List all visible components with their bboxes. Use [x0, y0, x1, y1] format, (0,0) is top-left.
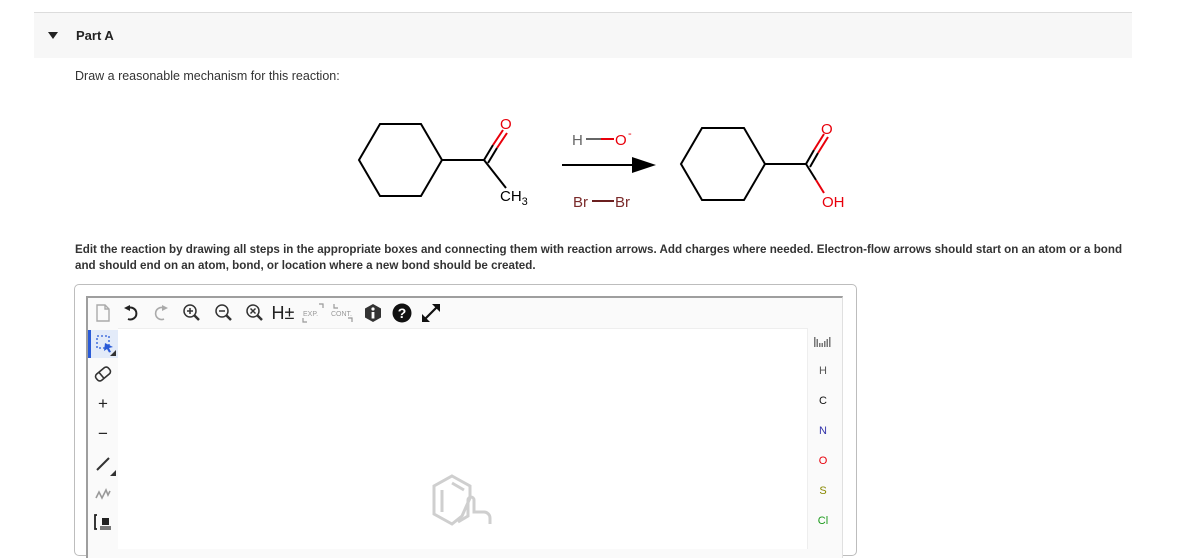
select-tool[interactable]	[88, 330, 118, 358]
left-tool-panel: + −	[88, 328, 118, 548]
contract-button[interactable]: CONT.	[330, 298, 358, 328]
hydrogens-toggle-icon: H±	[271, 302, 295, 323]
reagent-oxygen-charge: -	[628, 128, 632, 140]
expand-button[interactable]: EXP.	[300, 298, 326, 328]
zoom-out-button[interactable]	[212, 298, 236, 328]
reactant-methyl-label: CH	[500, 188, 522, 205]
part-title: Part A	[76, 28, 114, 43]
svg-text:CH3: CH3	[500, 188, 528, 208]
reagent-hydrogen: H	[572, 132, 583, 149]
eraser-tool[interactable]	[88, 360, 118, 388]
product-molecule	[679, 127, 819, 201]
atom-n[interactable]: N	[819, 425, 827, 437]
svg-text:CONT.: CONT.	[331, 311, 352, 318]
contract-icon: CONT.	[331, 304, 353, 322]
submenu-corner-icon	[110, 350, 116, 356]
undo-icon	[124, 305, 138, 321]
zoom-in-icon	[183, 304, 200, 321]
atom-c[interactable]: C	[819, 395, 827, 407]
fullscreen-button[interactable]	[419, 298, 443, 328]
reaction-scheme: O CH3 H O - Br Br O OH	[357, 116, 845, 211]
svg-text:?: ?	[398, 305, 407, 321]
periodic-table-icon	[814, 337, 831, 347]
undo-button[interactable]	[120, 298, 142, 328]
svg-text:EXP.: EXP.	[303, 311, 318, 318]
info-button[interactable]	[363, 298, 383, 328]
single-bond-icon	[96, 457, 110, 471]
atom-cl[interactable]: Cl	[817, 515, 829, 527]
reactant-oxygen-label: O	[500, 116, 512, 133]
collapse-caret-icon[interactable]	[48, 32, 58, 39]
bond-tool[interactable]	[88, 450, 118, 478]
eraser-icon	[94, 366, 112, 382]
atom-s[interactable]: S	[819, 485, 827, 497]
redo-icon	[154, 305, 168, 321]
redo-button[interactable]	[150, 298, 172, 328]
selection-icon	[95, 335, 113, 353]
atom-panel: H C N O S Cl	[808, 328, 838, 548]
draw-placeholder-icon	[430, 472, 500, 537]
help-icon: ?	[392, 303, 412, 323]
bracket-icon	[94, 514, 111, 530]
hydrogens-toggle-button[interactable]: H±	[271, 298, 295, 328]
zoom-in-button[interactable]	[180, 298, 204, 328]
question-prompt: Draw a reasonable mechanism for this rea…	[75, 69, 340, 83]
bracket-tool[interactable]	[88, 508, 118, 536]
reaction-arrow	[632, 157, 656, 173]
reactant-molecule	[357, 123, 507, 197]
expand-icon: EXP.	[302, 303, 324, 323]
positive-charge-tool[interactable]: +	[88, 390, 118, 418]
instructions-text: Edit the reaction by drawing all steps i…	[75, 243, 1123, 272]
new-document-button[interactable]	[92, 298, 114, 328]
reagent-bromine-1: Br	[573, 194, 588, 211]
plus-charge-icon: +	[98, 394, 108, 413]
part-a-header[interactable]: Part A	[34, 13, 1132, 58]
help-button[interactable]: ?	[391, 298, 413, 328]
chain-tool[interactable]	[88, 480, 118, 508]
fullscreen-icon	[422, 304, 440, 322]
product-oxygen-label: O	[821, 121, 833, 138]
periodic-table-button[interactable]	[808, 336, 838, 351]
top-divider	[34, 12, 1132, 13]
zoom-reset-icon	[246, 304, 263, 321]
info-icon	[365, 304, 381, 322]
zoom-out-icon	[215, 304, 232, 321]
editor-toolbar: H± EXP. CONT. ?	[88, 298, 838, 328]
atom-o[interactable]: O	[818, 455, 828, 467]
negative-charge-tool[interactable]: −	[88, 420, 118, 448]
product-hydroxyl-label: OH	[822, 194, 845, 211]
zoom-reset-button[interactable]	[243, 298, 267, 328]
minus-charge-icon: −	[98, 424, 108, 443]
reagent-bromine-2: Br	[615, 194, 630, 211]
new-document-icon	[96, 304, 110, 322]
reagent-oxygen: O	[615, 132, 627, 149]
submenu-corner-icon	[110, 470, 116, 476]
atom-h[interactable]: H	[819, 365, 827, 377]
chain-icon	[95, 488, 111, 500]
